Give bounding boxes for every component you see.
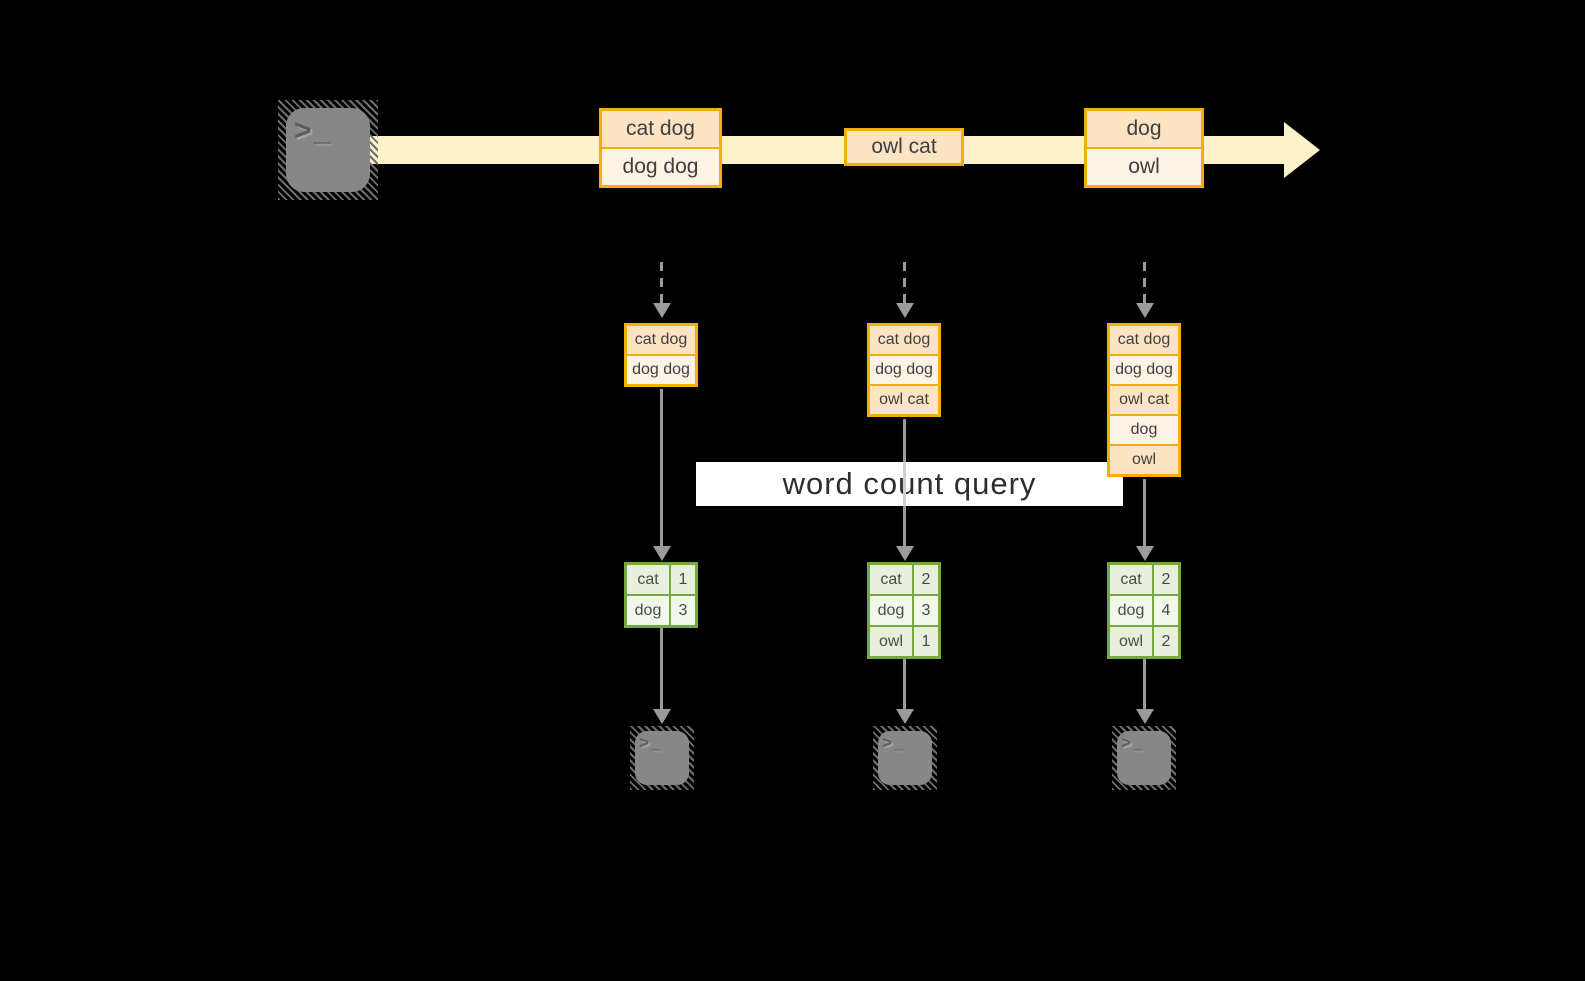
terminal-prompt-icon: >_ <box>294 114 333 147</box>
output-arrow-2 <box>903 659 906 710</box>
word-count-table-3: cat 2 dog 4 owl 2 <box>1107 562 1181 659</box>
word-cell: cat <box>1110 565 1152 594</box>
stream-message: dog <box>1087 111 1201 147</box>
ingest-arrow-1 <box>660 262 663 304</box>
ingest-arrowhead-icon <box>653 303 671 318</box>
query-banner: word count query <box>696 462 1123 506</box>
buffer-message: dog <box>1110 416 1178 444</box>
buffer-message: cat dog <box>1110 326 1178 354</box>
buffer-message: owl cat <box>1110 386 1178 414</box>
word-cell: owl <box>870 627 912 656</box>
word-cell: dog <box>870 596 912 625</box>
buffer-stack-1: cat dog dog dog <box>624 323 698 387</box>
count-cell: 4 <box>1154 596 1178 625</box>
word-count-table-2: cat 2 dog 3 owl 1 <box>867 562 941 659</box>
sink-terminal-icon-3: >_ <box>1112 726 1176 790</box>
process-arrowhead-icon <box>1136 546 1154 561</box>
ingest-arrowhead-icon <box>1136 303 1154 318</box>
stream-batch-2: owl cat <box>844 128 964 166</box>
source-terminal-icon: >_ <box>278 100 378 200</box>
word-cell: dog <box>627 596 669 625</box>
count-cell: 2 <box>1154 565 1178 594</box>
output-arrowhead-icon <box>1136 709 1154 724</box>
count-cell: 2 <box>1154 627 1178 656</box>
count-cell: 2 <box>914 565 938 594</box>
buffer-message: owl cat <box>870 386 938 414</box>
terminal-prompt-icon: >_ <box>639 733 663 752</box>
output-arrow-1 <box>660 628 663 710</box>
stream-message: cat dog <box>602 111 719 147</box>
count-cell: 1 <box>914 627 938 656</box>
count-cell: 1 <box>671 565 695 594</box>
count-cell: 3 <box>671 596 695 625</box>
ingest-arrow-3 <box>1143 262 1146 304</box>
terminal-prompt-icon: >_ <box>882 733 906 752</box>
buffer-stack-3: cat dog dog dog owl cat dog owl <box>1107 323 1181 477</box>
terminal-screen <box>878 731 932 785</box>
buffer-message: cat dog <box>870 326 938 354</box>
buffer-message: dog dog <box>870 356 938 384</box>
ingest-arrowhead-icon <box>896 303 914 318</box>
word-cell: cat <box>870 565 912 594</box>
arrow-through-banner <box>903 462 906 506</box>
word-count-table-1: cat 1 dog 3 <box>624 562 698 628</box>
stream-message: owl cat <box>847 131 961 163</box>
buffer-message: cat dog <box>627 326 695 354</box>
word-cell: owl <box>1110 627 1152 656</box>
terminal-screen <box>1117 731 1171 785</box>
sink-terminal-icon-2: >_ <box>873 726 937 790</box>
stream-arrowhead-icon <box>1284 122 1320 178</box>
query-label: word count query <box>782 466 1037 501</box>
stream-message: dog dog <box>602 149 719 185</box>
buffer-message: dog dog <box>627 356 695 384</box>
terminal-screen <box>286 108 370 192</box>
process-arrow-3 <box>1143 479 1146 547</box>
buffer-stack-2: cat dog dog dog owl cat <box>867 323 941 417</box>
terminal-prompt-icon: >_ <box>1121 733 1145 752</box>
output-arrowhead-icon <box>896 709 914 724</box>
process-arrowhead-icon <box>653 546 671 561</box>
buffer-message: dog dog <box>1110 356 1178 384</box>
stream-batch-3: dog owl <box>1084 108 1204 188</box>
process-arrowhead-icon <box>896 546 914 561</box>
terminal-screen <box>635 731 689 785</box>
word-cell: cat <box>627 565 669 594</box>
buffer-message: owl <box>1110 446 1178 474</box>
sink-terminal-icon-1: >_ <box>630 726 694 790</box>
word-cell: dog <box>1110 596 1152 625</box>
ingest-arrow-2 <box>903 262 906 304</box>
output-arrowhead-icon <box>653 709 671 724</box>
count-cell: 3 <box>914 596 938 625</box>
output-arrow-3 <box>1143 659 1146 710</box>
process-arrow-1 <box>660 389 663 547</box>
stream-batch-1: cat dog dog dog <box>599 108 722 188</box>
stream-message: owl <box>1087 149 1201 185</box>
